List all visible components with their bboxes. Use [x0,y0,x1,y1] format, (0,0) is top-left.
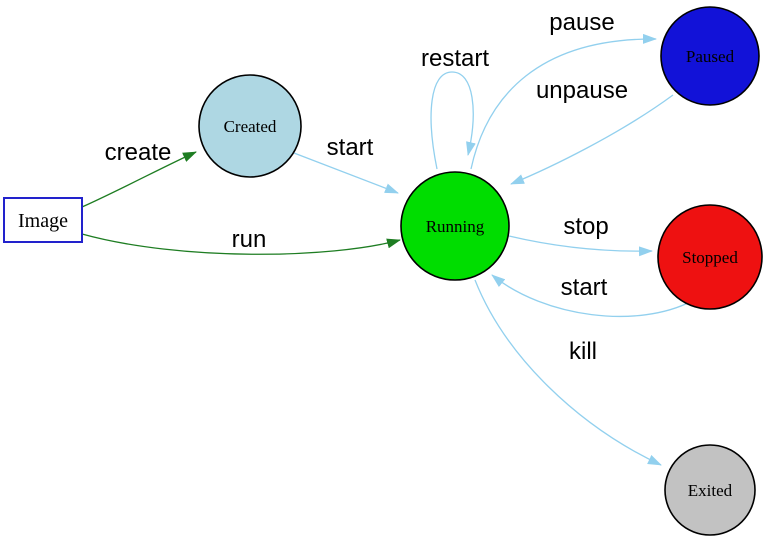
node-label-paused: Paused [686,47,735,66]
node-label-image: Image [18,210,68,232]
edge-kill [474,279,662,466]
node-running [400,171,510,281]
node-label-created: Created [224,117,277,136]
edge-start2 [491,274,693,317]
node-label-running: Running [426,217,485,236]
node-label-exited: Exited [688,481,733,500]
edge-stop [508,235,653,257]
node-image [3,197,83,243]
edge-label-unpause: unpause [536,77,628,104]
edge-start [293,152,399,194]
node-paused [660,6,760,106]
edge-label-run: run [232,226,267,253]
node-label-stopped: Stopped [682,248,738,267]
node-stopped [657,204,763,310]
edge-label-kill: kill [569,338,597,365]
edge-pause [470,33,657,170]
edge-create [81,151,197,208]
edge-label-pause: pause [549,9,614,36]
edge-label-stop: stop [563,213,608,240]
edge-run [81,233,401,255]
edge-label-create: create [105,139,172,166]
edge-restart [430,71,476,170]
edge-label-start2: start [561,274,608,301]
edge-unpause [510,94,674,185]
edge-label-start: start [327,134,374,161]
node-created [198,74,302,178]
node-exited [664,444,756,536]
edge-label-restart: restart [421,45,489,72]
